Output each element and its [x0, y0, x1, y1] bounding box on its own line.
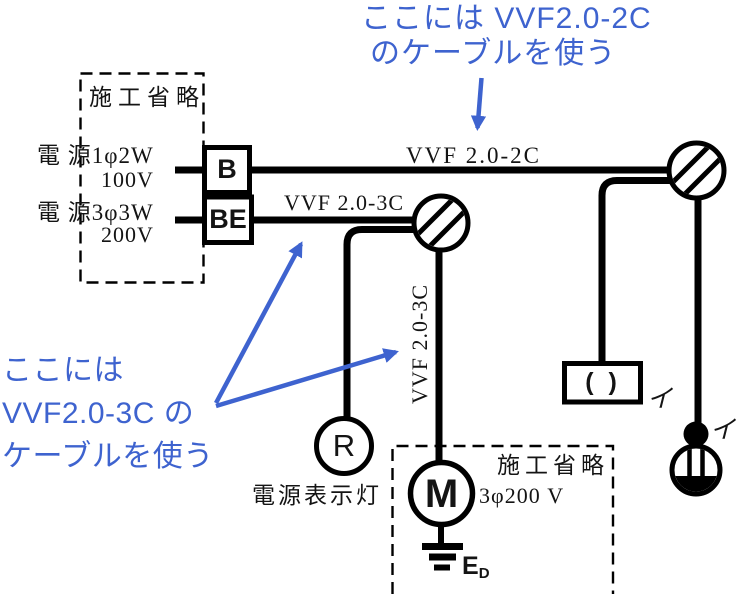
motor-letter: M: [424, 471, 459, 516]
cable-label-motor: VVF 2.0-3C: [407, 284, 432, 405]
rosette-circuit-tag: イ: [647, 386, 673, 413]
ground-subscript: D: [478, 565, 490, 582]
earth-leakage-breaker-label: BE: [209, 203, 247, 234]
source1-name: 電 源1φ2W: [37, 143, 154, 168]
source1-voltage: 100V: [101, 167, 154, 192]
arrow-bottom-annotation-1-icon: [214, 241, 303, 405]
pilot-lamp-letter: R: [332, 427, 356, 463]
construction-omitted-box-top: [79, 72, 205, 284]
ground-label: ED: [462, 552, 490, 583]
motor-spec: 3φ200 V: [479, 483, 565, 508]
cable-label-top: VVF 2.0-2C: [406, 143, 542, 168]
source2-voltage: 200V: [101, 222, 154, 247]
annotation-top-line1: ここには VVF2.0-2C: [361, 2, 652, 35]
earth-leakage-breaker-box: [202, 194, 254, 245]
cable-branch-pilot-lamp: [343, 226, 417, 418]
annotation-bottom-left: ここには VVF2.0-3C の ケーブルを使う: [2, 354, 214, 473]
motor-symbol: [407, 459, 476, 528]
source2-name: 電 源3φ3W: [37, 200, 154, 225]
ground-letter: E: [462, 552, 479, 580]
breaker-label: B: [217, 153, 237, 184]
outlet-symbol: [669, 443, 723, 497]
ground-symbol-icon: [422, 543, 463, 571]
junction-box-left: [411, 193, 471, 253]
annotation-top-line2: のケーブルを使う: [370, 37, 617, 70]
construction-omitted-box-bottom: [391, 444, 615, 594]
ceiling-rosette-glyph: ( ): [585, 367, 621, 396]
junction-hatch-icon: [671, 145, 722, 196]
ceiling-rosette-box: [562, 361, 643, 405]
cable-label-left: VVF 2.0-3C: [284, 190, 405, 215]
arrow-bottom-annotation-2-icon: [215, 348, 399, 409]
breaker-box: [202, 145, 252, 195]
construction-omitted-label-bottom: 施工省略: [497, 453, 609, 478]
arrow-top-annotation-icon: [470, 77, 487, 132]
switch-circuit-tag: イ: [710, 417, 736, 444]
construction-omitted-label-top: 施工省略: [89, 85, 205, 110]
switch-symbol: [683, 421, 709, 447]
junction-hatch-icon: [416, 198, 466, 248]
pilot-lamp-symbol: [314, 416, 374, 476]
pilot-lamp-caption: 電源表示灯: [252, 483, 382, 508]
cable-branch-rosette: [598, 177, 672, 362]
junction-box-right: [666, 140, 727, 201]
